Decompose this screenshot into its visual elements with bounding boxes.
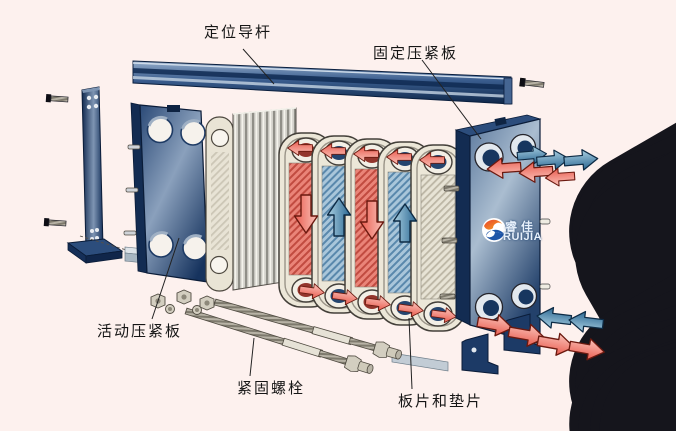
top-guide-rod [132, 60, 513, 105]
ruijia-logo-icon [482, 218, 506, 242]
movable-plate-pins [123, 144, 141, 236]
label-guide-rod: 定位导杆 [204, 25, 273, 41]
tie-bolt-lower [184, 307, 374, 374]
plate-5-end-plate [410, 144, 466, 332]
tie-bolt-upper [213, 298, 402, 360]
logo-text-en: RUIJIA [503, 231, 543, 243]
bottom-rail-end [391, 352, 449, 372]
fixed-plate-rod-ends [439, 185, 460, 300]
label-movable-plate: 活动压紧板 [97, 324, 183, 340]
label-fixed-plate: 固定压紧板 [373, 46, 459, 62]
movable-pressure-plate [123, 102, 209, 283]
fixed-plate-studs [525, 0, 676, 431]
logo-text-cn: 睿佳 [505, 220, 538, 234]
label-plates-gaskets: 板片和垫片 [398, 394, 484, 410]
support-column-bolt-top [45, 94, 69, 103]
support-column [66, 86, 124, 264]
label-tie-bolts: 紧固螺栓 [237, 381, 306, 397]
alignment-dashed-line [79, 235, 134, 253]
guide-rod-end-bolt [519, 77, 545, 88]
leader-lines [151, 48, 482, 390]
loose-nuts-washers [150, 289, 215, 315]
support-column-bolt-bottom [43, 218, 67, 227]
